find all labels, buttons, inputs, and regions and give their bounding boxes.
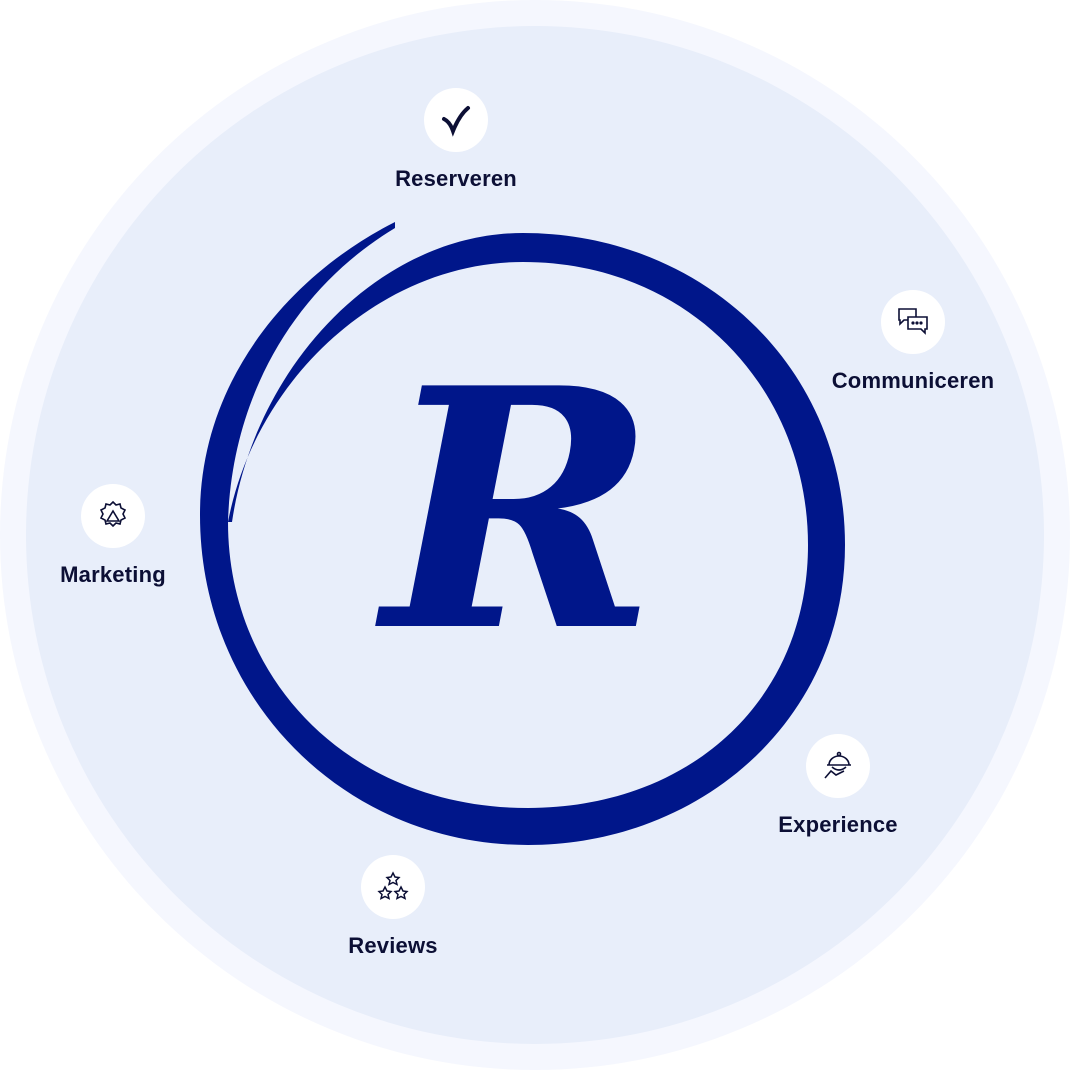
node-label: Communiceren [831,368,995,393]
inner-circle [26,26,1044,1044]
node-reviews[interactable]: Reviews [293,855,493,959]
node-reserveren[interactable]: Reserveren [356,88,556,192]
stars-icon [361,855,425,919]
node-marketing[interactable]: Marketing [13,484,213,588]
logo-letter: R [382,316,658,704]
node-communiceren[interactable]: Communiceren [813,290,1013,394]
node-experience[interactable]: Experience [738,734,938,838]
megaphone-badge-icon [81,484,145,548]
check-icon [424,88,488,152]
node-label: Reserveren [395,166,517,191]
cloche-hand-icon [806,734,870,798]
node-label: Marketing [60,562,166,587]
chat-bubbles-icon [881,290,945,354]
node-label: Reviews [348,933,438,958]
node-label: Experience [778,812,898,837]
